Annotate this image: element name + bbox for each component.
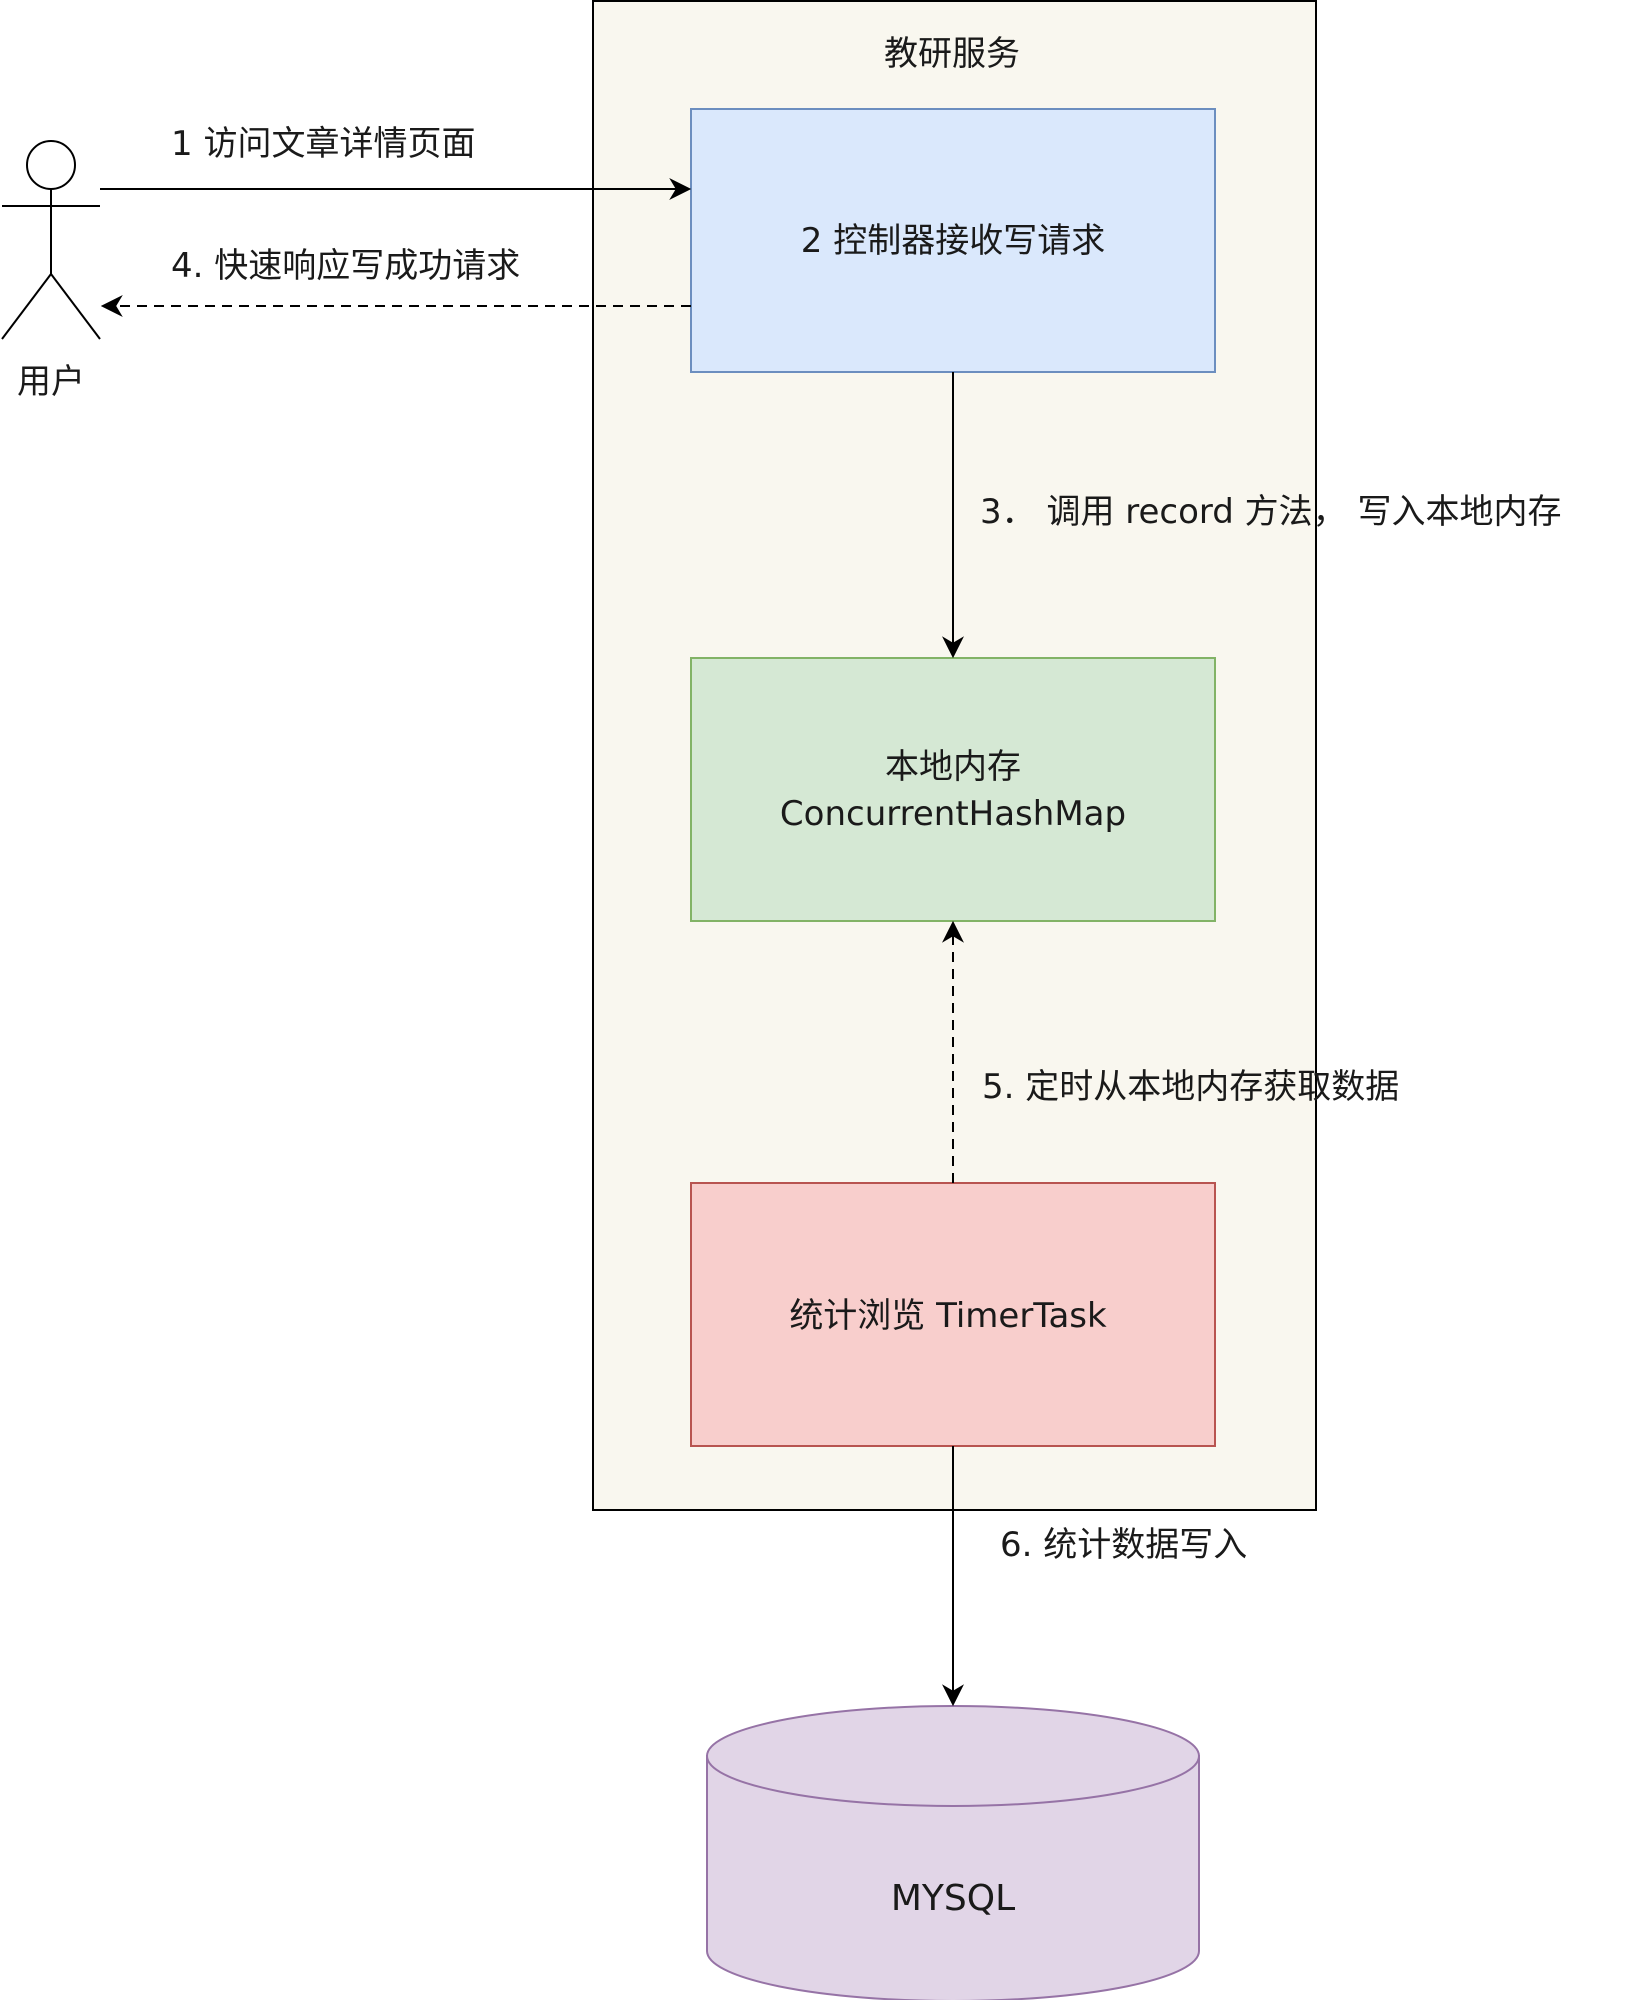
service-container-title: 教研服务 — [884, 34, 1020, 74]
controller-label: 2 控制器接收写请求 — [801, 221, 1105, 261]
local-cache-label-line2: ConcurrentHashMap — [780, 794, 1126, 834]
edge-step1-label: 1 访问文章详情页面 — [171, 124, 475, 164]
edge-step4-label: 4. 快速响应写成功请求 — [171, 246, 520, 286]
local-cache-label-line1: 本地内存 — [885, 747, 1021, 787]
mysql-database-label: MYSQL — [891, 1878, 1015, 1919]
edge-step5-label: 5. 定时从本地内存获取数据 — [982, 1067, 1399, 1107]
controller-box — [690, 108, 1216, 373]
edge-step3-label: 3． 调用 record 方法， 写入本地内存 — [980, 492, 1561, 532]
timer-task-box — [690, 1182, 1216, 1447]
mysql-database-icon — [706, 1705, 1200, 2000]
edge-step6-label: 6. 统计数据写入 — [1000, 1525, 1247, 1565]
local-cache-box — [690, 657, 1216, 922]
user-actor-icon — [1, 140, 101, 340]
user-actor-label: 用户 — [17, 362, 85, 402]
timer-task-label: 统计浏览 TimerTask — [789, 1296, 1107, 1336]
